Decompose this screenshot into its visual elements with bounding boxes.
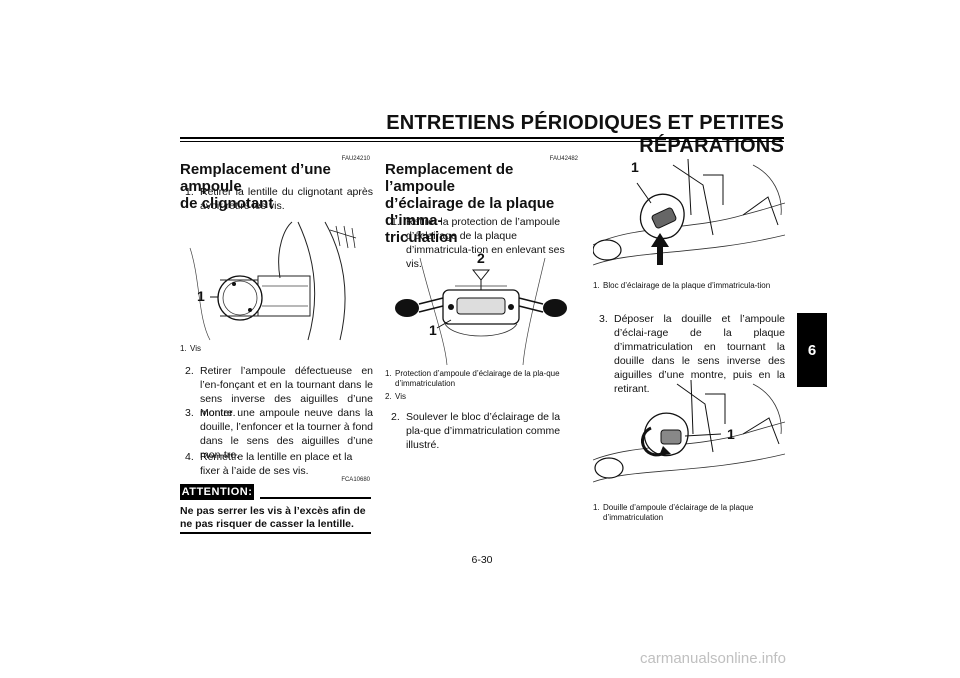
caption-text: Vis bbox=[395, 392, 406, 401]
section-code: FAU42482 bbox=[549, 156, 578, 162]
figure-caption: 2. Vis bbox=[385, 392, 575, 402]
section-title: Remplacement de l’ampoule d’éclairage de… bbox=[385, 161, 585, 246]
step-text: Soulever le bloc d’éclairage de la pla-q… bbox=[406, 411, 561, 451]
figure-caption: 1. Bloc d’éclairage de la plaque d’immat… bbox=[593, 281, 785, 291]
step-number: 2. bbox=[185, 365, 194, 377]
step-number: 4. bbox=[185, 451, 194, 463]
attention-header: ATTENTION: bbox=[180, 484, 371, 504]
caption-number: 1. bbox=[593, 503, 600, 512]
step-number: 1. bbox=[185, 186, 194, 198]
section-title-line: Remplacement d’une ampoule bbox=[180, 161, 331, 195]
step-number: 3. bbox=[599, 313, 608, 325]
figure-label: 1 bbox=[727, 426, 735, 442]
figure-caption: 1. Protection d’ampoule d’éclairage de l… bbox=[385, 369, 575, 389]
step-number: 2. bbox=[391, 411, 400, 423]
step-text: Remettre la lentille en place et la fixe… bbox=[200, 451, 353, 477]
step-item: 3. Monter une ampoule neuve dans la doui… bbox=[185, 406, 373, 462]
license-light-illustration bbox=[395, 257, 567, 365]
step-item: 2. Retirer l’ampoule défectueuse en l’en… bbox=[185, 364, 373, 420]
page-header-title: ENTRETIENS PÉRIODIQUES ET PETITES RÉPARA… bbox=[386, 112, 784, 157]
figure-label: 1 bbox=[631, 159, 639, 175]
figure-label: 1 bbox=[197, 288, 205, 304]
turn-signal-illustration bbox=[189, 221, 357, 341]
chapter-tab: 6 bbox=[797, 313, 827, 387]
section-title-line: de clignotant bbox=[180, 195, 274, 212]
step-item: 4. Remettre la lentille en place et la f… bbox=[185, 450, 373, 478]
caption-number: 1. bbox=[180, 344, 187, 353]
step-text: Monter une ampoule neuve dans la douille… bbox=[200, 407, 373, 461]
caption-text: Douille d’ampoule d’éclairage de la plaq… bbox=[603, 503, 754, 522]
step-item: 2. Soulever le bloc d’éclairage de la pl… bbox=[391, 410, 579, 452]
attention-code: FCA10680 bbox=[341, 477, 370, 483]
attention-bottom-rule bbox=[180, 532, 371, 534]
watermark: carmanualsonline.info bbox=[640, 650, 786, 667]
section-title-line: triculation bbox=[385, 229, 458, 246]
page-number: 6-30 bbox=[471, 554, 493, 566]
caption-number: 1. bbox=[385, 369, 392, 378]
step-text: Retirer la protection de l’ampoule d’écl… bbox=[406, 216, 565, 270]
caption-text: Vis bbox=[190, 344, 201, 353]
figure-caption: 1. Douille d’ampoule d’éclairage de la p… bbox=[593, 503, 785, 523]
header-rule bbox=[180, 137, 784, 139]
attention-badge: ATTENTION: bbox=[180, 484, 254, 500]
step-text: Retirer la lentille du clignotant après … bbox=[200, 186, 373, 212]
step-text: Déposer la douille et l’ampoule d’éclai-… bbox=[614, 313, 785, 395]
step-item: 3. Déposer la douille et l’ampoule d’écl… bbox=[599, 312, 785, 396]
caption-text: Protection d’ampoule d’éclairage de la p… bbox=[395, 369, 560, 388]
step-number: 3. bbox=[185, 407, 194, 419]
bulb-socket-illustration bbox=[593, 379, 785, 483]
license-light-figure: 1 2 bbox=[385, 250, 577, 365]
turn-signal-figure: 1 bbox=[180, 218, 370, 343]
figure-label-1: 1 bbox=[429, 322, 437, 338]
attention-text: Ne pas serrer les vis à l’excès afin de … bbox=[180, 505, 366, 530]
figure-caption: 1. Vis bbox=[180, 344, 370, 354]
caption-number: 2. bbox=[385, 392, 392, 401]
section-title-line: d’éclairage de la plaque d’imma- bbox=[385, 195, 555, 229]
step-item: 1. Retirer la lentille du clignotant apr… bbox=[185, 185, 373, 213]
light-unit-illustration bbox=[593, 158, 785, 266]
bulb-socket-figure: 1 bbox=[593, 378, 785, 498]
step-number: 1. bbox=[391, 216, 400, 228]
step-text: Retirer l’ampoule défectueuse en l’en-fo… bbox=[200, 365, 373, 419]
header-rule-thin bbox=[180, 141, 784, 142]
section-title-line: Remplacement de l’ampoule bbox=[385, 161, 514, 195]
figure-label-2: 2 bbox=[477, 250, 485, 266]
section-title: Remplacement d’une ampoule de clignotant bbox=[180, 161, 380, 212]
section-code: FAU24210 bbox=[341, 156, 370, 162]
caption-text: Bloc d’éclairage de la plaque d’immatric… bbox=[603, 281, 771, 290]
step-item: 1. Retirer la protection de l’ampoule d’… bbox=[391, 215, 579, 271]
attention-rule bbox=[260, 497, 371, 499]
caption-number: 1. bbox=[593, 281, 600, 290]
light-unit-figure: 1 bbox=[593, 155, 785, 280]
